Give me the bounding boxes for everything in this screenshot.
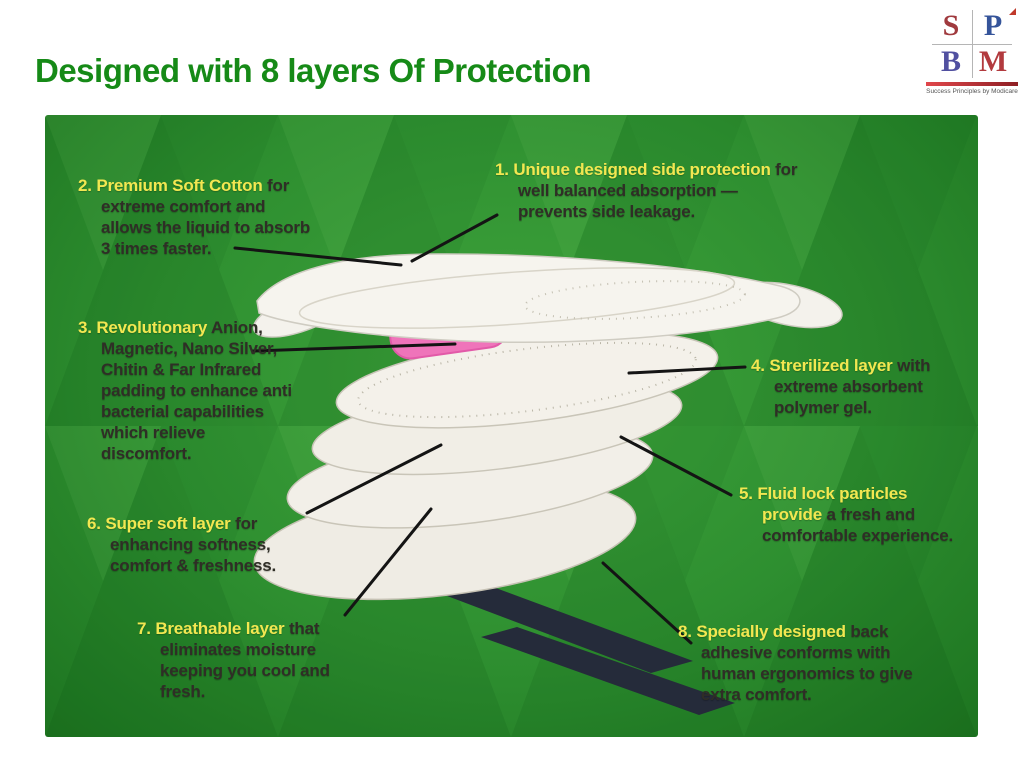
annotation-number: 4. bbox=[751, 356, 765, 375]
sterilized-dot-texture bbox=[357, 341, 697, 419]
logo-tagline: Success Principles by Modicare bbox=[926, 88, 1018, 95]
logo-arrow-icon bbox=[1009, 8, 1016, 15]
annotation-heading: Super soft layer bbox=[105, 514, 231, 533]
annotation-sterilized-layer: 4. Strerilized layer with extreme absorb… bbox=[751, 355, 956, 418]
logo-letter-b: B bbox=[940, 45, 961, 78]
annotation-body: for well balanced absorption — prevents … bbox=[518, 160, 798, 222]
annotation-body: for enhancing softness, comfort & freshn… bbox=[110, 514, 277, 576]
annotation-revolutionary-padding: 3. Revolutionary Anion, Magnetic, Nano S… bbox=[78, 317, 300, 465]
annotation-number: 2. bbox=[78, 176, 92, 195]
page-title: Designed with 8 layers Of Protection bbox=[35, 52, 591, 89]
annotation-number: 8. bbox=[678, 622, 692, 641]
leader-line-6 bbox=[305, 443, 443, 515]
diagram-panel: 1. Unique designed side protection for w… bbox=[45, 115, 978, 737]
adhesive-strip-long bbox=[397, 567, 693, 673]
annotation-heading: Strerilized layer bbox=[769, 356, 893, 375]
logo-letter-p: P bbox=[983, 9, 1003, 42]
pad-top-cover bbox=[256, 253, 801, 343]
annotation-fluid-lock: 5. Fluid lock particles provide a fresh … bbox=[739, 483, 957, 546]
annotation-number: 3. bbox=[78, 318, 92, 337]
top-cover-quilt-line bbox=[298, 267, 736, 329]
annotation-body: Anion, Magnetic, Nano Silver, Chitin & F… bbox=[101, 318, 292, 464]
logo-bar bbox=[926, 82, 1018, 86]
leader-line-2 bbox=[233, 246, 403, 267]
annotation-soft-cotton: 2. Premium Soft Cotton for extreme comfo… bbox=[78, 175, 320, 259]
annotation-super-soft: 6. Super soft layer for enhancing softne… bbox=[87, 513, 279, 576]
annotation-heading: Premium Soft Cotton bbox=[96, 176, 263, 195]
top-cover-dot-texture bbox=[524, 280, 746, 320]
leader-line-5 bbox=[619, 435, 733, 497]
leader-line-7 bbox=[343, 507, 433, 617]
annotation-body: that eliminates moisture keeping you coo… bbox=[160, 619, 330, 702]
annotation-breathable: 7. Breathable layer that eliminates mois… bbox=[137, 618, 379, 702]
annotation-back-adhesive: 8. Specially designed back adhesive conf… bbox=[678, 621, 928, 705]
logo-letter-s: S bbox=[942, 9, 960, 42]
leader-line-3 bbox=[251, 342, 457, 353]
annotation-body: for extreme comfort and allows the liqui… bbox=[101, 176, 311, 259]
logo-letter-grid: S P B M bbox=[930, 8, 1016, 80]
annotation-heading: Fluid lock particles provide bbox=[757, 484, 908, 525]
annotation-body: with extreme absorbent polymer gel. bbox=[774, 356, 931, 418]
pad-layers-illustration bbox=[233, 213, 843, 715]
annotation-number: 5. bbox=[739, 484, 753, 503]
annotation-heading: Specially designed bbox=[696, 622, 846, 641]
annotation-body: a fresh and comfortable experience. bbox=[762, 505, 953, 546]
leader-line-8 bbox=[601, 561, 693, 645]
logo-divider-horizontal bbox=[932, 44, 1012, 45]
spbm-logo: S P B M Success Principles by Modicare bbox=[926, 8, 1018, 95]
annotation-side-protection: 1. Unique designed side protection for w… bbox=[495, 159, 807, 222]
adhesive-strip-lower bbox=[481, 627, 735, 715]
logo-letter-m: M bbox=[978, 45, 1008, 78]
annotation-number: 7. bbox=[137, 619, 151, 638]
annotation-body: back adhesive conforms with human ergono… bbox=[701, 622, 913, 705]
annotation-heading: Breathable layer bbox=[155, 619, 285, 638]
leader-line-1 bbox=[410, 213, 499, 263]
leader-line-4 bbox=[627, 365, 747, 375]
annotation-heading: Unique designed side protection bbox=[513, 160, 771, 179]
annotation-number: 1. bbox=[495, 160, 509, 179]
annotation-heading: Revolutionary bbox=[96, 318, 208, 337]
annotation-number: 6. bbox=[87, 514, 101, 533]
